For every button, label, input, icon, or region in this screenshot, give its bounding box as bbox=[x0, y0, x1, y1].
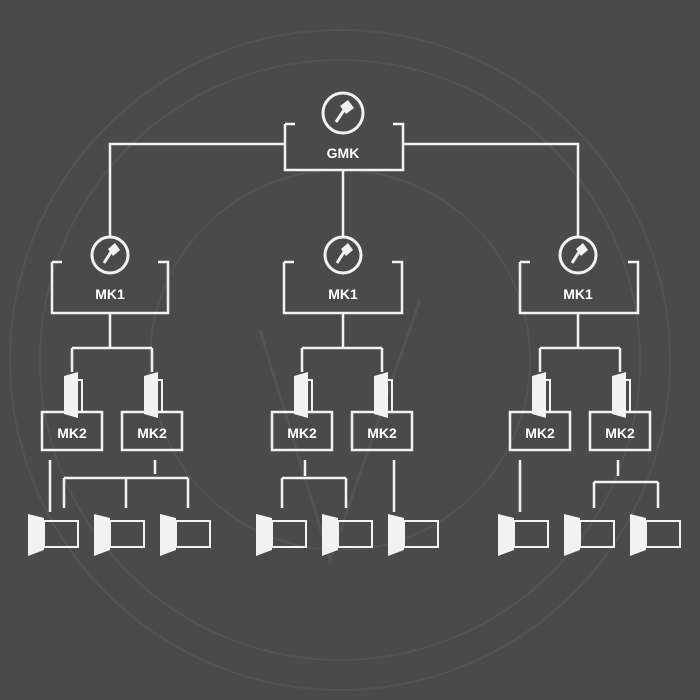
mk2-label: MK2 bbox=[525, 425, 555, 441]
mk2-node: MK2 bbox=[270, 372, 334, 452]
mk2-label: MK2 bbox=[287, 425, 317, 441]
key-blank-icon bbox=[612, 372, 631, 418]
key-blank-icon bbox=[374, 372, 393, 418]
key-icon bbox=[90, 235, 130, 275]
connector-lines bbox=[48, 142, 660, 512]
mk1-node-right: MK1 bbox=[518, 235, 640, 315]
mk1-label-right: MK1 bbox=[563, 286, 593, 302]
key-blank-icon bbox=[144, 372, 163, 418]
background-watermark bbox=[9, 29, 671, 691]
mk2-label: MK2 bbox=[605, 425, 635, 441]
mk1-node-left: MK1 bbox=[50, 235, 170, 315]
mk1-label-middle: MK1 bbox=[328, 286, 358, 302]
lock-cylinder-icon bbox=[498, 514, 549, 556]
key-blank-icon bbox=[532, 372, 551, 418]
mk2-node: MK2 bbox=[350, 372, 414, 452]
mk1-label-left: MK1 bbox=[95, 286, 125, 302]
lock-cylinder-icon bbox=[256, 514, 307, 556]
key-icon bbox=[558, 235, 598, 275]
gmk-label: GMK bbox=[327, 145, 360, 161]
key-icon bbox=[323, 235, 363, 275]
mk2-label: MK2 bbox=[367, 425, 397, 441]
mk2-label: MK2 bbox=[137, 425, 167, 441]
lock-cylinder-icon bbox=[564, 514, 615, 556]
mk2-node: MK2 bbox=[508, 372, 572, 452]
mk2-node: MK2 bbox=[120, 372, 184, 452]
lock-cylinder-icon bbox=[160, 514, 211, 556]
mk1-node-middle: MK1 bbox=[282, 235, 404, 315]
mk2-node: MK2 bbox=[588, 372, 652, 452]
mk2-label: MK2 bbox=[57, 425, 87, 441]
lock-cylinder-icon bbox=[630, 514, 681, 556]
key-icon bbox=[321, 91, 365, 135]
key-blank-icon bbox=[294, 372, 313, 418]
lock-cylinder-icon bbox=[28, 514, 79, 556]
key-blank-icon bbox=[64, 372, 83, 418]
lock-cylinder-icon bbox=[322, 514, 373, 556]
mk2-node: MK2 bbox=[40, 372, 104, 452]
gmk-node: GMK bbox=[283, 91, 405, 172]
lock-cylinder-icon bbox=[388, 514, 439, 556]
lock-cylinder-icon bbox=[94, 514, 145, 556]
